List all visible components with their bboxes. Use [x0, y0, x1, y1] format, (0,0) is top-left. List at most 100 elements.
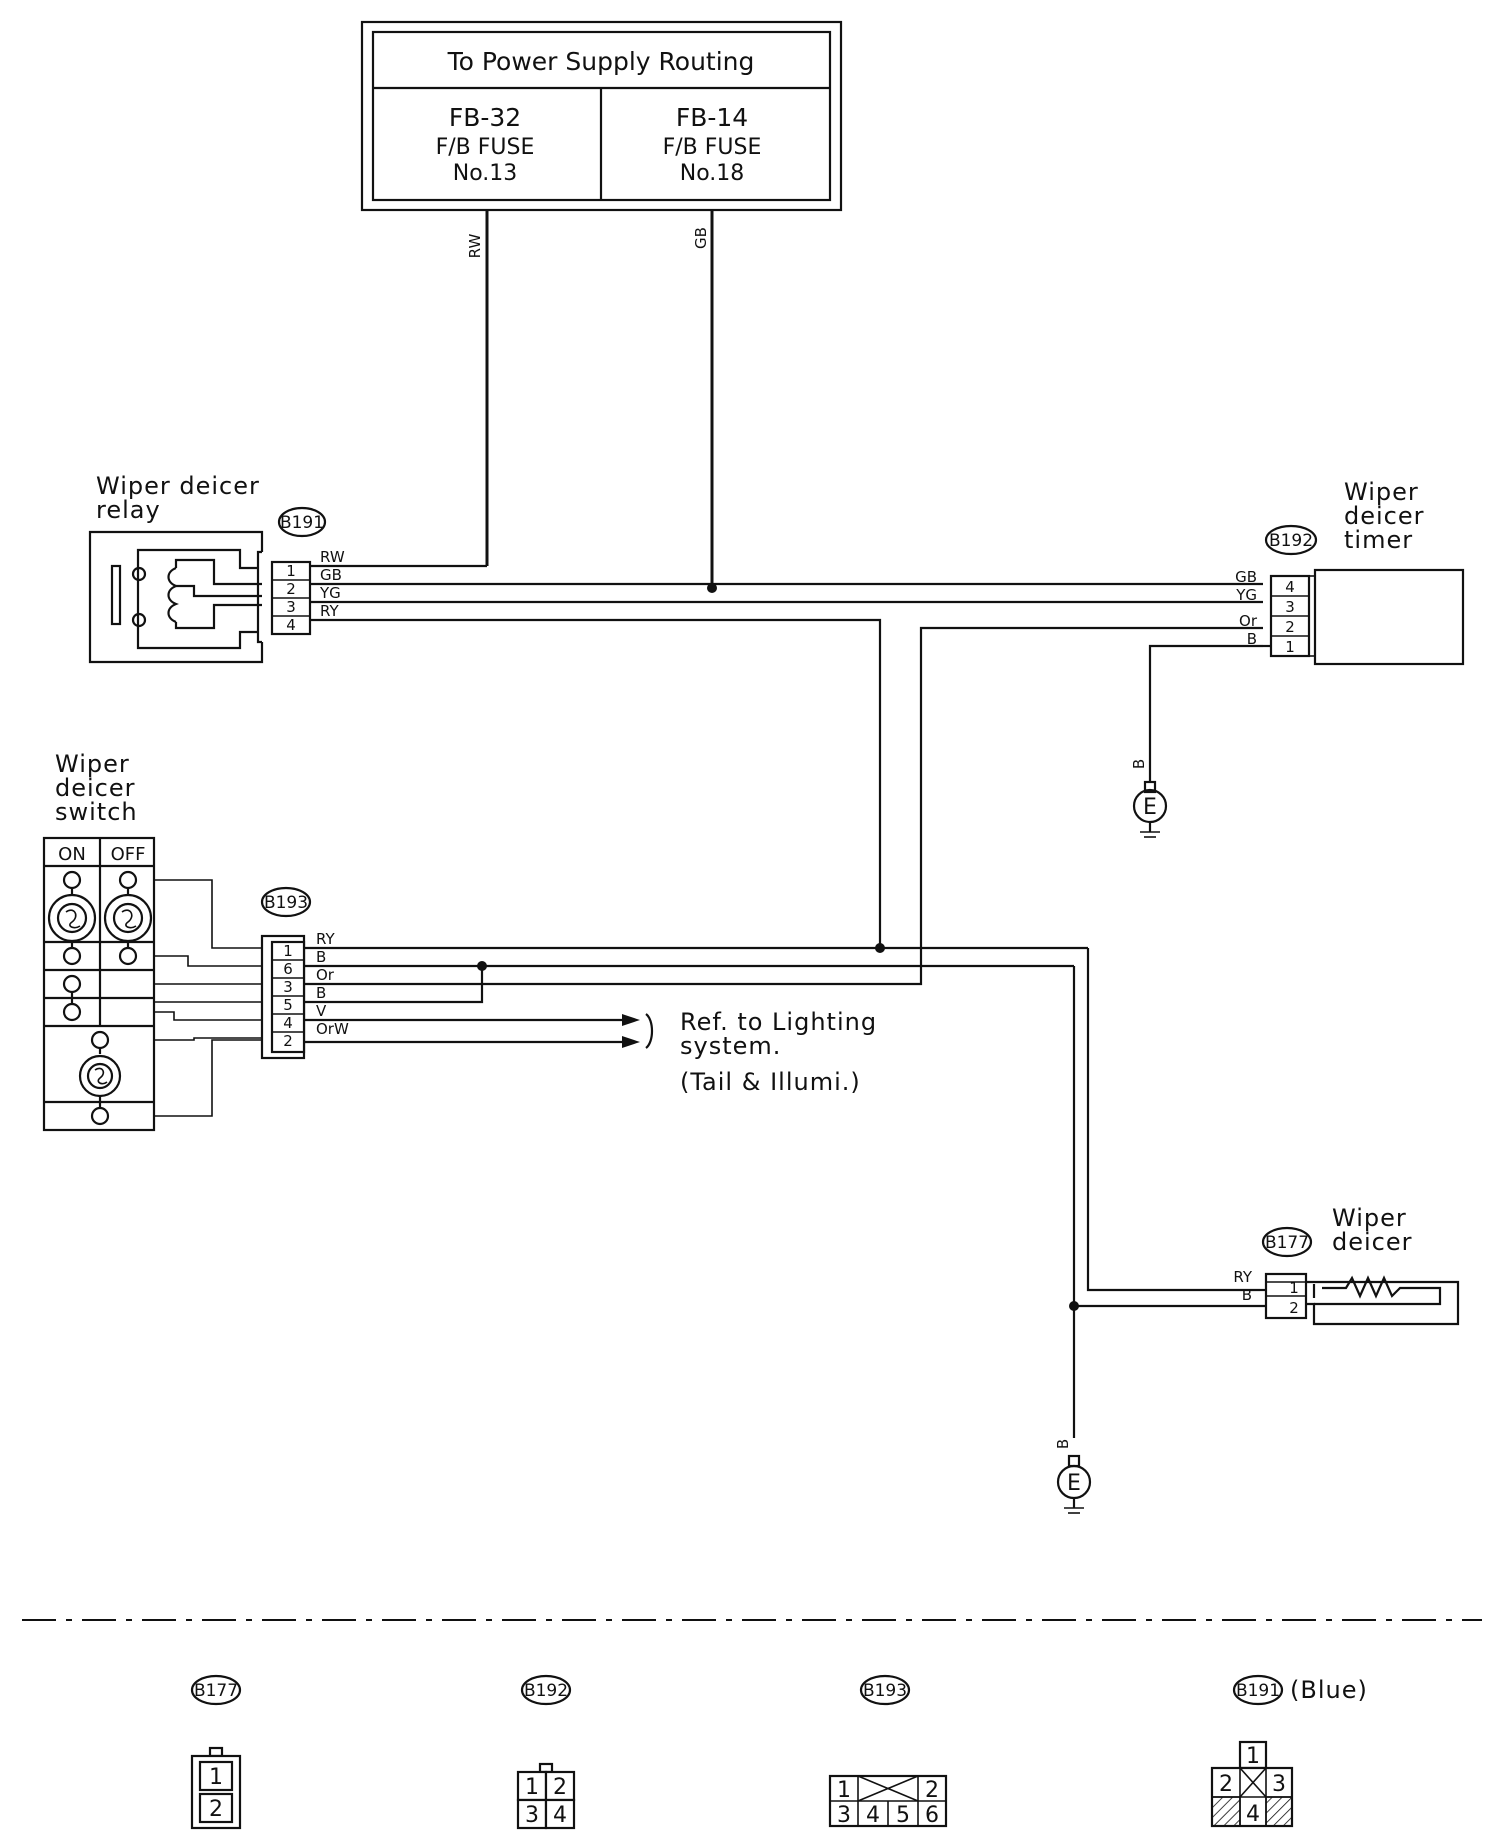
- connector-view-b177-cell-2: 2: [209, 1797, 223, 1822]
- wiper-deicer-switch: Wiper deicer switch ON OFF: [42, 750, 262, 1132]
- switch-label-line3: switch: [55, 798, 138, 826]
- relay-pin-4: 4: [286, 616, 296, 634]
- fuse-fb14-type: F/B FUSE: [663, 135, 762, 160]
- switch-label-line2: deicer: [55, 774, 136, 802]
- switch-off-label: OFF: [111, 844, 146, 865]
- relay-wire-yg: YG: [319, 584, 341, 602]
- relay-label-line2: relay: [96, 496, 161, 524]
- connector-view-b191-note: (Blue): [1290, 1676, 1368, 1704]
- relay-timer-wires: [310, 564, 1263, 948]
- connector-view-b192-cell-1: 1: [525, 1775, 539, 1800]
- reference-line1: Ref. to Lighting: [680, 1008, 877, 1036]
- connector-view-b193-id: B193: [863, 1681, 907, 1701]
- switch-wire-b2: B: [316, 984, 326, 1002]
- connector-view-b191-cell-4: 4: [1246, 1802, 1260, 1827]
- timer-wire-b: B: [1247, 630, 1257, 648]
- deicer-ground-symbol: E: [1067, 1471, 1081, 1496]
- connector-view-b191-cell-3: 3: [1272, 1772, 1286, 1797]
- wiper-deicer-relay: Wiper deicer relay B191 1 2 3 4 RW GB YG…: [88, 472, 345, 664]
- fuse-fb32-code: FB-32: [449, 103, 521, 132]
- reference-line3: (Tail & Illumi.): [680, 1068, 861, 1096]
- connector-view-b191-cell-2: 2: [1219, 1772, 1233, 1797]
- connector-view-b191: B191 (Blue) 1 2 3 4: [1210, 1674, 1368, 1828]
- switch-wire-orw: OrW: [316, 1020, 349, 1038]
- power-supply-title: To Power Supply Routing: [447, 47, 755, 76]
- switch-wire-or: Or: [316, 966, 335, 984]
- connector-view-b193-cell-4: 4: [866, 1803, 880, 1828]
- wiper-deicer-element: Wiper deicer B177 1 2 RY B: [1069, 1204, 1460, 1326]
- fuse-fb32-type: F/B FUSE: [436, 135, 535, 160]
- relay-wire-ry: RY: [320, 602, 339, 620]
- switch-wires: Ref. to Lighting system. (Tail & Illumi.…: [304, 943, 1260, 1438]
- connector-view-b192-cell-3: 3: [525, 1803, 539, 1828]
- relay-pin-1: 1: [286, 562, 296, 580]
- timer-ground: B E: [1130, 759, 1168, 838]
- connector-view-b193-cell-6: 6: [925, 1803, 939, 1828]
- switch-connector-b193: B193 1 6 3 5 4 2 RY B Or B V OrW: [260, 886, 349, 1060]
- connector-view-b191-id: B191: [1236, 1681, 1280, 1701]
- switch-label-line1: Wiper: [55, 750, 130, 778]
- relay-connector-id: B191: [280, 513, 324, 533]
- relay-wire-gb: GB: [320, 566, 342, 584]
- fuse-fb14-no: No.18: [680, 161, 745, 186]
- switch-pin-6: 6: [283, 960, 293, 978]
- timer-wire-yg: YG: [1235, 586, 1257, 604]
- fuse-fb32-no: No.13: [453, 161, 518, 186]
- switch-pin-4: 4: [283, 1014, 293, 1032]
- trunk-wire-gb-label: GB: [692, 227, 710, 249]
- connector-view-b193-cell-3: 3: [837, 1803, 851, 1828]
- timer-wire-or: Or: [1239, 612, 1258, 630]
- relay-label-line1: Wiper deicer: [96, 472, 260, 500]
- trunk-wire-rw-label: RW: [466, 234, 484, 259]
- timer-pin-1: 1: [1285, 638, 1295, 656]
- deicer-pin-1: 1: [1289, 1279, 1299, 1297]
- connector-view-b192-cell-2: 2: [553, 1775, 567, 1800]
- relay-pin-2: 2: [286, 580, 296, 598]
- deicer-ground-wire-label: B: [1054, 1439, 1072, 1449]
- deicer-wire-b: B: [1242, 1286, 1252, 1304]
- connector-view-b192: B192 1 2 3 4: [516, 1674, 576, 1830]
- connector-view-b192-id: B192: [524, 1681, 568, 1701]
- switch-pin-3: 3: [283, 978, 293, 996]
- power-supply-box: To Power Supply Routing FB-32 F/B FUSE N…: [360, 20, 843, 212]
- timer-wire-gb: GB: [1235, 568, 1257, 586]
- timer-label-line1: Wiper: [1344, 478, 1419, 506]
- deicer-wire-ry: RY: [1233, 1268, 1252, 1286]
- fuse-fb14-code: FB-14: [676, 103, 748, 132]
- switch-pin-2: 2: [283, 1032, 293, 1050]
- wiper-deicer-timer: Wiper deicer timer B192 4 3 2 1 GB YG Or…: [1235, 478, 1465, 666]
- switch-connector-id: B193: [264, 893, 308, 913]
- switch-pin-1: 1: [283, 942, 293, 960]
- deicer-ground: B E: [1054, 1439, 1092, 1514]
- connector-view-b193-cell-2: 2: [925, 1778, 939, 1803]
- power-trunk-wires: RW GB: [466, 210, 714, 588]
- timer-pin-2: 2: [1285, 618, 1295, 636]
- deicer-label-line1: Wiper: [1332, 1204, 1407, 1232]
- connector-view-b177: B177 1 2: [190, 1674, 242, 1830]
- switch-wire-v: V: [316, 1002, 327, 1020]
- timer-connector-id: B192: [1269, 531, 1313, 551]
- timer-pin-4: 4: [1285, 578, 1295, 596]
- relay-pin-3: 3: [286, 598, 296, 616]
- deicer-connector-id: B177: [1265, 1233, 1309, 1253]
- connector-view-b193-cell-1: 1: [837, 1778, 851, 1803]
- reference-line2: system.: [680, 1032, 781, 1060]
- switch-on-label: ON: [58, 844, 86, 865]
- timer-ground-wire-label: B: [1130, 759, 1148, 769]
- deicer-pin-2: 2: [1289, 1299, 1299, 1317]
- timer-label-line2: deicer: [1344, 502, 1425, 530]
- connector-view-b191-cell-1: 1: [1246, 1744, 1260, 1769]
- connector-view-b192-cell-4: 4: [553, 1803, 567, 1828]
- connector-view-b177-id: B177: [194, 1681, 238, 1701]
- switch-wire-b: B: [316, 948, 326, 966]
- connector-view-b193-cell-5: 5: [896, 1803, 910, 1828]
- deicer-label-line2: deicer: [1332, 1228, 1413, 1256]
- relay-wire-rw: RW: [320, 548, 345, 566]
- timer-pin-3: 3: [1285, 598, 1295, 616]
- connector-view-b177-cell-1: 1: [209, 1765, 223, 1790]
- switch-wire-ry: RY: [316, 930, 335, 948]
- timer-label-line3: timer: [1344, 526, 1413, 554]
- timer-ground-symbol: E: [1143, 795, 1157, 820]
- switch-pin-5: 5: [283, 996, 293, 1014]
